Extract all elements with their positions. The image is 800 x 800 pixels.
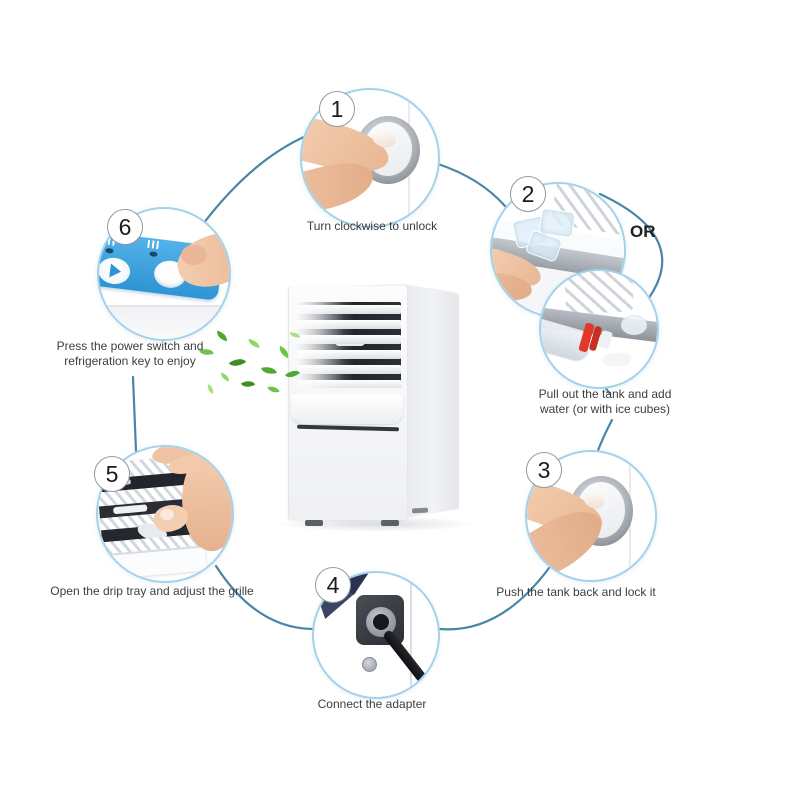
air-cooler-device bbox=[276, 278, 476, 532]
play-triangle-icon bbox=[109, 263, 122, 279]
step1-number: 1 bbox=[330, 95, 344, 122]
step1-badge: 1 bbox=[319, 91, 355, 127]
step6-caption: Press the power switch and refrigeration… bbox=[56, 339, 204, 368]
device-drip-tray bbox=[291, 394, 403, 424]
device-foot bbox=[305, 520, 323, 526]
step5-number: 5 bbox=[105, 460, 119, 487]
step5-caption: Open the drip tray and adjust the grille bbox=[50, 584, 254, 598]
screw-icon bbox=[362, 657, 377, 672]
device-side-face bbox=[406, 286, 459, 518]
step1-caption: Turn clockwise to unlock bbox=[306, 219, 438, 233]
step2-number: 2 bbox=[521, 180, 535, 207]
device-grille bbox=[297, 302, 401, 388]
tank-float bbox=[602, 352, 632, 367]
step2-caption: Pull out the tank and add water (or with… bbox=[538, 387, 672, 416]
step3-badge: 3 bbox=[526, 452, 562, 488]
step2-photo-water-bottle bbox=[539, 269, 659, 389]
fingernail bbox=[160, 509, 174, 520]
step4-number: 4 bbox=[326, 571, 340, 598]
step4-badge: 4 bbox=[315, 567, 351, 603]
table-surface bbox=[99, 305, 229, 339]
step5-badge: 5 bbox=[94, 456, 130, 492]
or-label: OR bbox=[630, 222, 656, 241]
mode-icon bbox=[147, 239, 161, 250]
device-foot bbox=[411, 507, 429, 514]
step3-caption: Push the tank back and lock it bbox=[496, 585, 656, 599]
indicator-led bbox=[105, 247, 114, 254]
step6-badge: 6 bbox=[107, 209, 143, 245]
clear-cap bbox=[621, 315, 647, 335]
panel-edge bbox=[410, 573, 412, 697]
step3-number: 3 bbox=[537, 456, 551, 483]
device-foot bbox=[381, 520, 399, 526]
device-tray-slot bbox=[296, 424, 400, 432]
tank-grille bbox=[563, 271, 635, 315]
device-front-face bbox=[288, 286, 407, 526]
step6-number: 6 bbox=[118, 213, 132, 240]
step2-badge: 2 bbox=[510, 176, 546, 212]
fingertip bbox=[181, 245, 207, 265]
device-shadow bbox=[276, 516, 476, 532]
indicator-led bbox=[149, 251, 158, 258]
power-switch-button bbox=[99, 256, 132, 286]
power-plug-icon bbox=[373, 614, 389, 630]
breeze-leaves-icon bbox=[190, 318, 312, 410]
step4-caption: Connect the adapter bbox=[317, 697, 427, 711]
